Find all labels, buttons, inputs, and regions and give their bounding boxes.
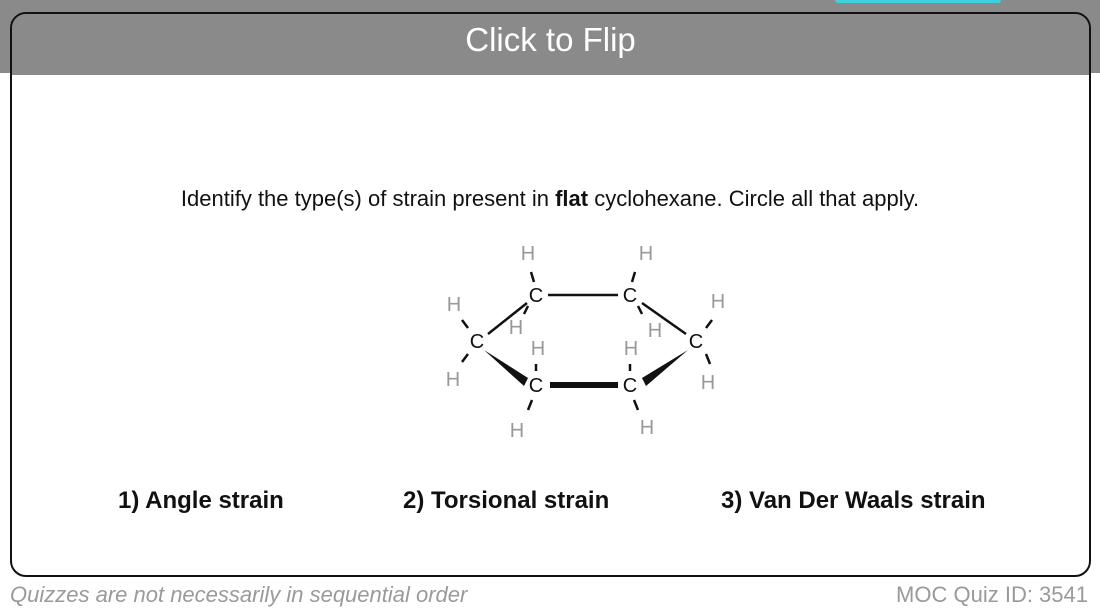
carbon-atom: C bbox=[689, 331, 703, 353]
hydrogen-atom: H bbox=[509, 317, 523, 339]
bond bbox=[522, 305, 530, 315]
hydrogen-atom: H bbox=[640, 417, 654, 439]
sequence-note: Quizzes are not necessarily in sequentia… bbox=[10, 582, 468, 607]
hydrogen-atom: H bbox=[446, 369, 460, 391]
bond bbox=[461, 353, 469, 363]
quiz-id: MOC Quiz ID: 3541 bbox=[896, 582, 1088, 607]
bond bbox=[632, 399, 640, 411]
hydrogen-atom: H bbox=[510, 420, 524, 440]
hydrogen-atom: H bbox=[701, 372, 715, 394]
cyclohexane-structure: C C C C C C H H H H H H H H H H H H bbox=[446, 243, 725, 440]
flashcard[interactable]: Click to Flip bbox=[10, 12, 1091, 577]
bond bbox=[461, 319, 469, 329]
bonds bbox=[461, 271, 713, 411]
option-van-der-waals-strain: 3) Van Der Waals strain bbox=[721, 487, 986, 514]
bond bbox=[630, 271, 637, 283]
hydrogen-atom: H bbox=[648, 320, 662, 342]
bond bbox=[487, 302, 528, 335]
carbon-atom: C bbox=[529, 285, 543, 307]
option-torsional-strain: 2) Torsional strain bbox=[403, 487, 610, 514]
bond bbox=[636, 305, 644, 315]
wedge-bond bbox=[484, 350, 528, 386]
carbon-atom: C bbox=[623, 375, 637, 397]
hydrogen-atom: H bbox=[639, 243, 653, 265]
click-to-flip-button[interactable]: Click to Flip bbox=[12, 14, 1089, 75]
bond bbox=[529, 271, 536, 283]
question-suffix: cyclohexane. Circle all that apply. bbox=[588, 186, 920, 211]
bond bbox=[705, 319, 713, 329]
accent-tab bbox=[835, 0, 1001, 3]
carbon-atom: C bbox=[470, 331, 484, 353]
hydrogen-atom: H bbox=[531, 338, 545, 360]
wedge-bond bbox=[642, 350, 688, 386]
option-angle-strain: 1) Angle strain bbox=[118, 487, 284, 514]
hydrogen-atom: H bbox=[447, 294, 461, 316]
hydrogen-atom: H bbox=[624, 338, 638, 360]
bond bbox=[641, 301, 687, 336]
question-text: Identify the type(s) of strain present i… bbox=[0, 186, 1100, 212]
bond bbox=[704, 353, 712, 365]
hydrogen-atom: H bbox=[521, 243, 535, 265]
bond bbox=[526, 399, 534, 411]
question-prefix: Identify the type(s) of strain present i… bbox=[180, 186, 556, 211]
carbon-atom: C bbox=[623, 285, 637, 307]
hydrogen-atom: H bbox=[711, 291, 725, 313]
carbon-atom: C bbox=[529, 375, 543, 397]
question-emphasis: flat bbox=[555, 186, 589, 211]
